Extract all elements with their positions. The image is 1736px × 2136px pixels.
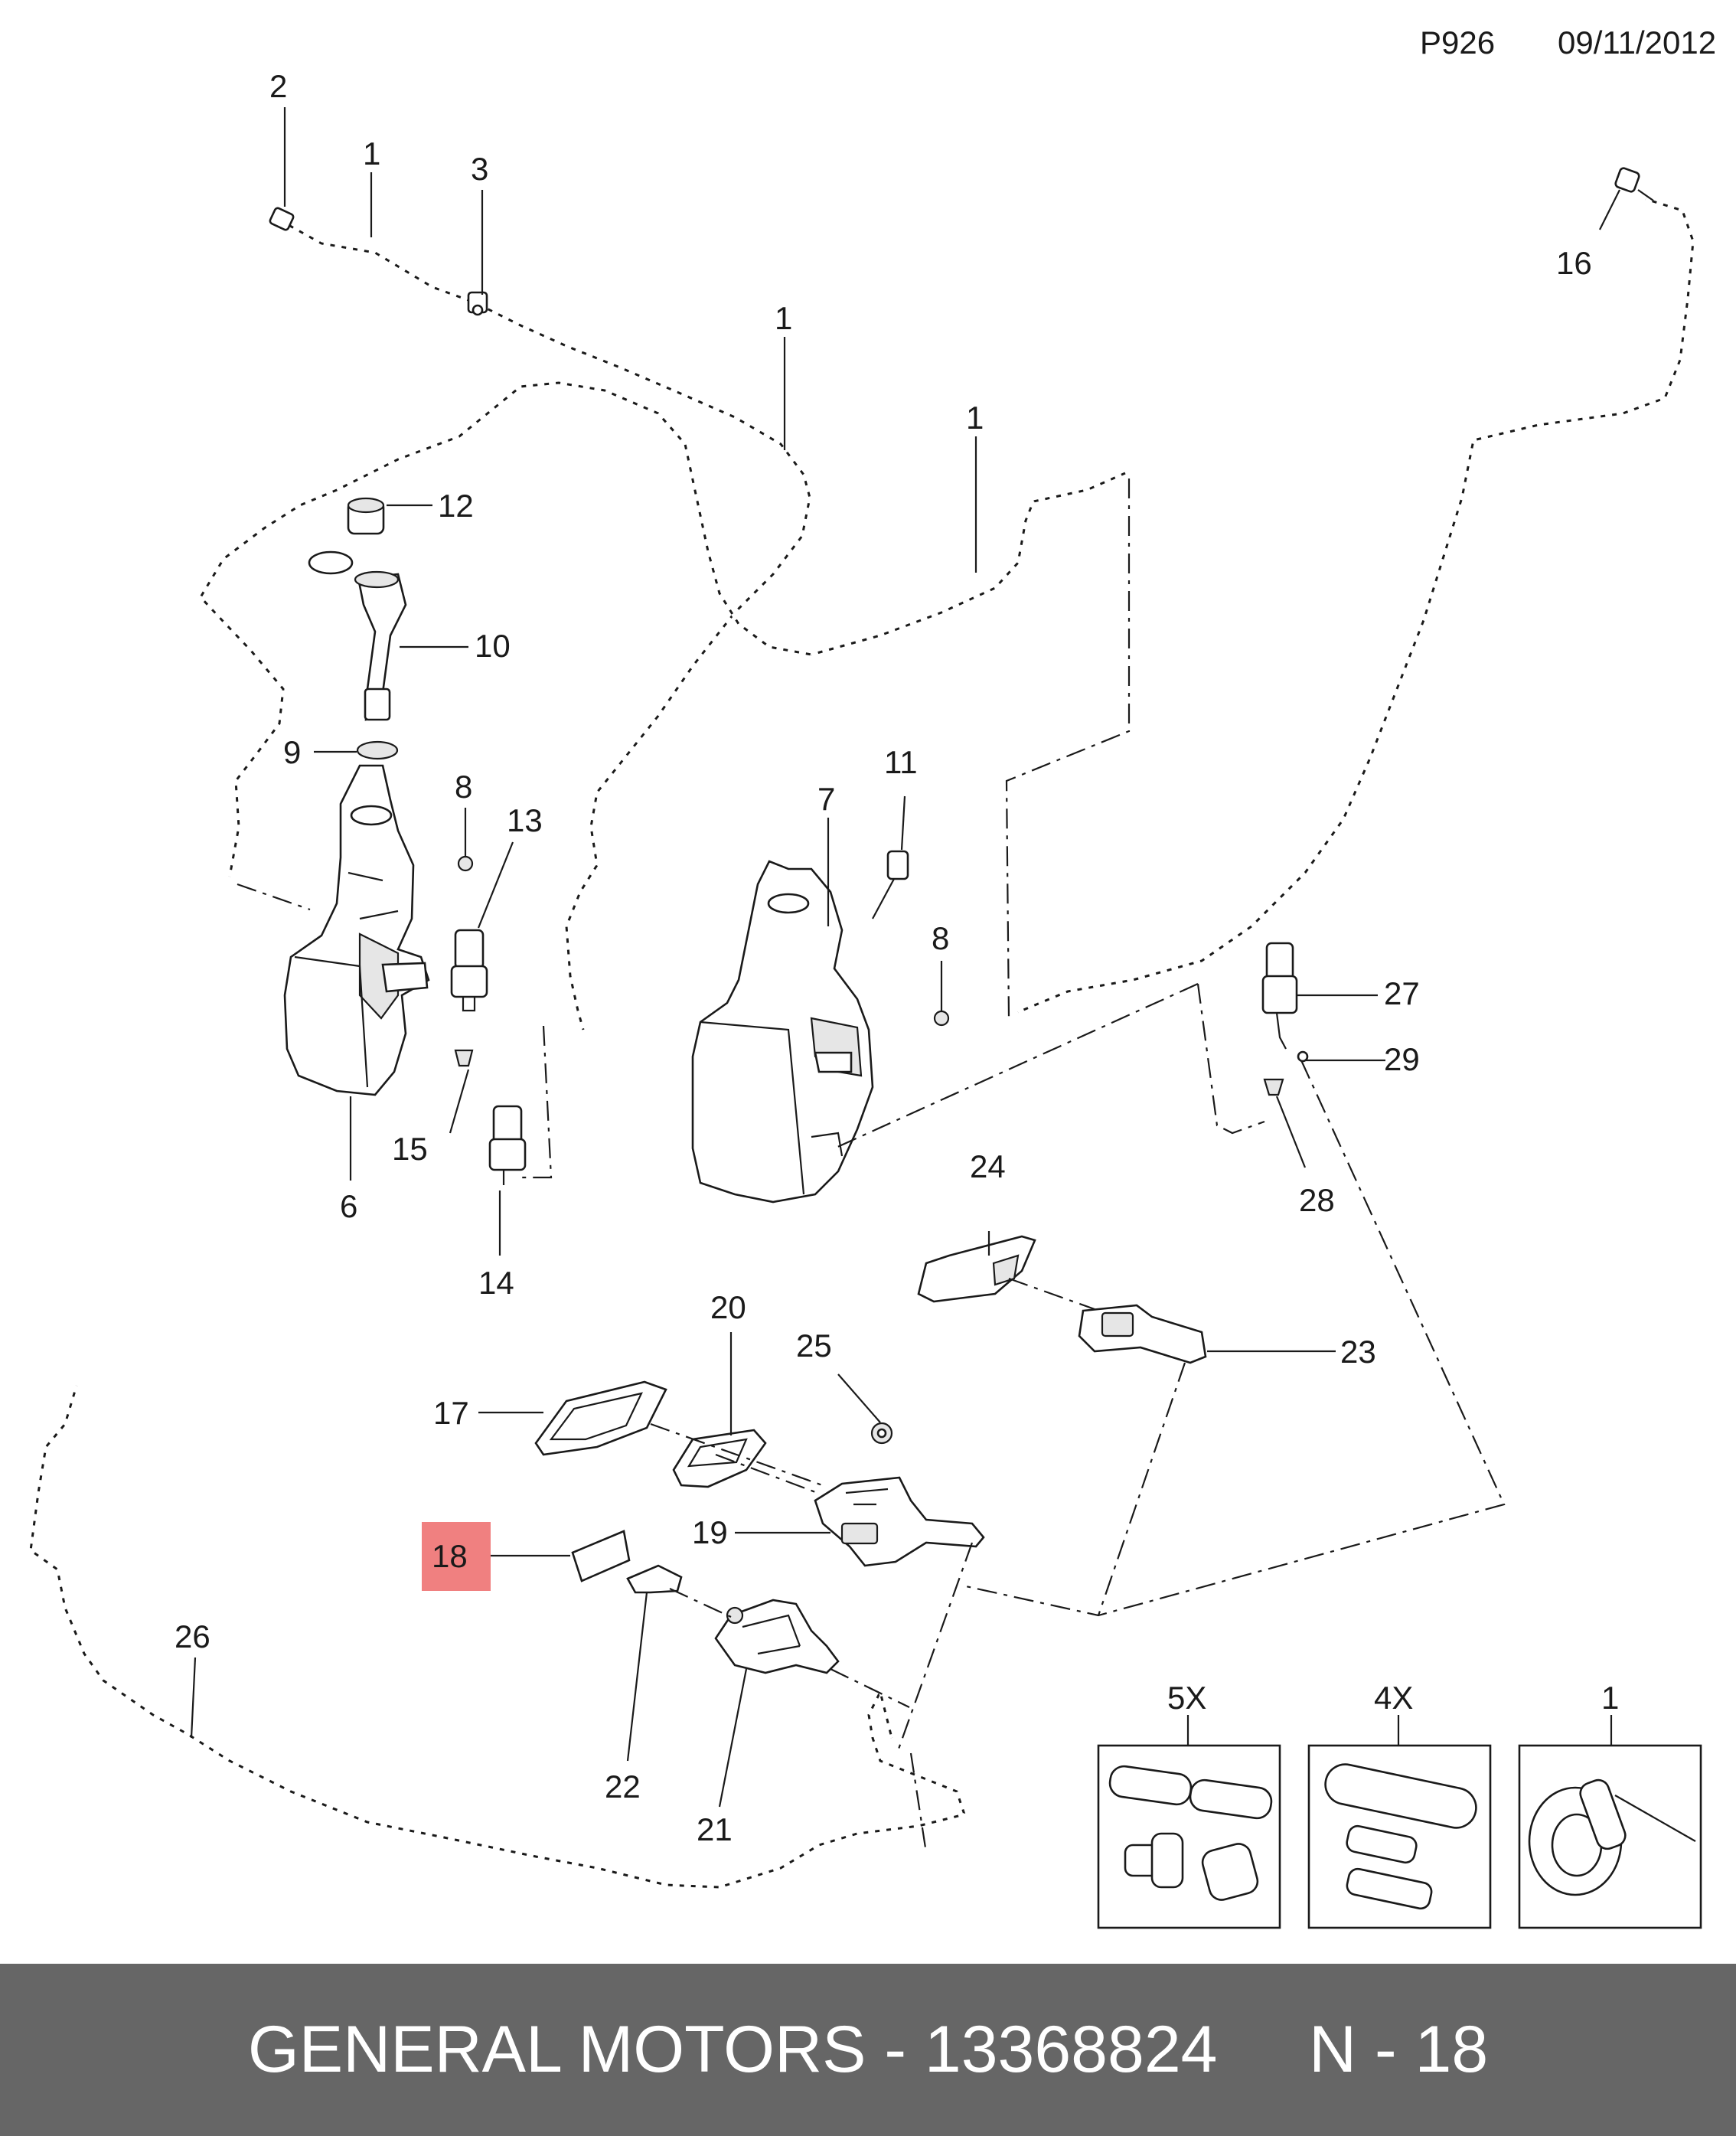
washer-pump-14	[488, 1105, 527, 1185]
assembly-lines	[237, 478, 1506, 1853]
callout-22: 22	[605, 1769, 641, 1804]
washer-hose-top	[282, 220, 812, 1030]
nozzle-16	[1614, 167, 1654, 201]
callout-28: 28	[1299, 1182, 1335, 1218]
callout-20: 20	[710, 1289, 746, 1325]
callout-23: 23	[1340, 1334, 1376, 1370]
washer-pump-13	[450, 929, 488, 1012]
callout-17: 17	[433, 1395, 469, 1431]
kit-label-4x: 4X	[1374, 1680, 1413, 1716]
callout-25: 25	[796, 1328, 832, 1364]
callout-1c: 1	[966, 400, 984, 436]
callout-13: 13	[507, 802, 543, 838]
highlight-box	[422, 1522, 491, 1591]
nozzle-assembly-23	[1078, 1304, 1207, 1364]
diagram-date: 09/11/2012	[1558, 24, 1716, 60]
washer-hose-right	[1017, 198, 1695, 1014]
footer-title: GENERAL MOTORS - 13368824 N - 18	[247, 2013, 1489, 2086]
callout-26: 26	[175, 1618, 210, 1654]
callout-12: 12	[438, 488, 474, 524]
callout-2: 2	[269, 68, 287, 104]
callout-1a: 1	[363, 136, 380, 171]
reservoir-7	[691, 860, 874, 1204]
washer-hose-middle	[811, 472, 1126, 656]
reservoir-6	[283, 764, 430, 1096]
callout-6: 6	[340, 1188, 357, 1224]
callout-27: 27	[1384, 975, 1420, 1011]
callout-18: 18	[432, 1538, 468, 1574]
callout-10: 10	[475, 628, 511, 664]
callout-8b: 8	[932, 920, 949, 956]
callout-15: 15	[392, 1131, 428, 1167]
callout-7: 7	[817, 781, 835, 817]
actuator-21	[714, 1599, 840, 1674]
grommet-8a	[457, 855, 474, 872]
callout-14: 14	[478, 1265, 514, 1301]
grommet-8b	[933, 1010, 950, 1027]
cover-24	[917, 1235, 1036, 1303]
seal-9	[356, 740, 399, 760]
callout-29: 29	[1384, 1041, 1420, 1077]
kit-box-1: 1	[1518, 1680, 1702, 1929]
kit-label-5x: 5X	[1167, 1680, 1206, 1716]
cover-20	[672, 1429, 767, 1488]
clip-25	[870, 1422, 893, 1445]
cover-17	[534, 1380, 667, 1456]
callout-8a: 8	[455, 769, 472, 805]
filler-neck-10	[308, 550, 407, 721]
highlight-callout-18[interactable]: 18	[422, 1522, 491, 1591]
leader-lines	[190, 107, 1620, 1808]
callout-11: 11	[884, 744, 918, 780]
footer-bar: GENERAL MOTORS - 13368824 N - 18	[0, 1964, 1736, 2136]
filler-cap-12	[347, 497, 385, 535]
kit-label-1: 1	[1601, 1680, 1619, 1716]
grommet-15	[454, 1049, 474, 1067]
callout-9: 9	[283, 734, 301, 770]
kit-box-5x: 5X	[1097, 1680, 1281, 1929]
callout-21: 21	[697, 1811, 733, 1847]
callout-labels: 2 1 3 1 1 16 12 10 9 8 13 15 6 14 7 11 8…	[175, 68, 1592, 1847]
callout-1b: 1	[775, 300, 792, 336]
washer-hose-left-loop	[198, 380, 812, 877]
level-sensor-11	[872, 850, 909, 919]
bracket-22	[626, 1564, 683, 1594]
diagram-code: P926	[1420, 24, 1495, 60]
callout-16: 16	[1556, 245, 1592, 281]
nozzle-assembly-19	[814, 1476, 985, 1567]
washer-pump-27	[1261, 942, 1298, 1050]
kit-box-4x: 4X	[1307, 1680, 1492, 1929]
clip-29	[1297, 1050, 1309, 1063]
grommet-28	[1263, 1078, 1284, 1096]
nozzle-2	[269, 207, 295, 231]
callout-3: 3	[471, 151, 488, 187]
t-connector-3	[467, 291, 488, 316]
cap-18	[571, 1530, 631, 1582]
callout-19: 19	[692, 1514, 728, 1550]
callout-24: 24	[970, 1148, 1006, 1184]
parts-diagram: P926 09/11/2012	[28, 24, 1716, 1929]
washer-hose-bottom	[28, 1385, 967, 1889]
